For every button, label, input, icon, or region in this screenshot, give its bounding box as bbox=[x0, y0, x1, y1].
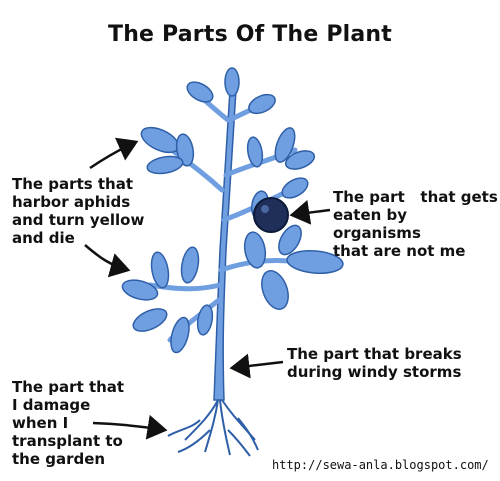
arrow-to-lower-leaves bbox=[84, 244, 131, 278]
arrow-to-roots bbox=[92, 414, 168, 440]
fruit-label: The part that gets eaten by organisms th… bbox=[333, 188, 498, 260]
roots bbox=[167, 399, 259, 457]
label-arrows bbox=[84, 137, 331, 440]
diagram-title: The Parts Of The Plant bbox=[107, 22, 393, 47]
roots-label: The part that I damage when I transplant… bbox=[12, 378, 125, 468]
arrow-to-stem bbox=[229, 353, 284, 379]
source-url: http://sewa-anla.blogspot.com/ bbox=[272, 458, 489, 472]
leaves-label: The parts that harbor aphids and turn ye… bbox=[12, 175, 145, 247]
fruit bbox=[253, 197, 289, 233]
stem-label: The part that breaks during windy storms bbox=[287, 345, 462, 381]
arrow-to-upper-leaves bbox=[89, 137, 139, 170]
arrow-to-fruit bbox=[289, 199, 331, 225]
stem bbox=[213, 89, 237, 401]
